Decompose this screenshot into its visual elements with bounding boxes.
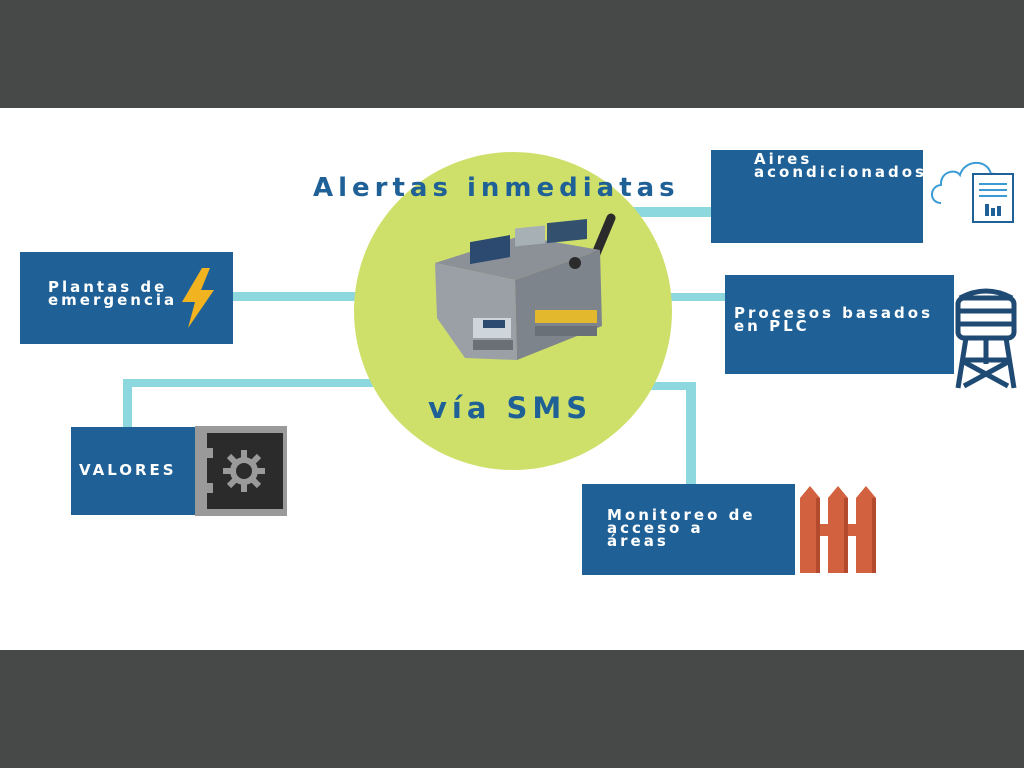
connector-valores-h (123, 379, 373, 387)
node-label-procesos: Procesos basados en PLC (734, 304, 934, 335)
connector-monitoreo-v (686, 382, 696, 484)
gear-icon (223, 450, 265, 492)
node-label-aires: Aires acondicionados (754, 150, 927, 181)
node-aires-acondicionados: Aires acondicionados (711, 150, 924, 243)
title-text: Alertas inmediatas (313, 173, 680, 203)
cloud-document-icon (931, 161, 1014, 223)
node-label-plantas: Plantas de emergencia (48, 278, 178, 309)
fence-icon (800, 486, 876, 573)
water-tower-icon (955, 288, 1017, 389)
plc-device-with-antenna-icon (435, 213, 616, 360)
connector-aires (612, 207, 712, 217)
node-label-valores: VALORES (79, 461, 177, 479)
gear-panel-tab-bottom (195, 483, 213, 493)
node-plantas-de-emergencia: Plantas de emergencia (20, 252, 233, 344)
subtitle-text: vía SMS (428, 391, 593, 425)
connector-valores-v (123, 379, 132, 427)
node-procesos-basados-en-plc: Procesos basados en PLC (725, 275, 954, 374)
connector-procesos (670, 293, 726, 301)
lightning-bolt-icon (182, 268, 214, 328)
connector-monitoreo-h (640, 382, 696, 390)
bottom-band (0, 650, 1024, 768)
top-band (0, 0, 1024, 108)
node-label-monitoreo: Monitoreo de acceso a áreas (607, 506, 756, 550)
node-valores: VALORES (71, 427, 201, 515)
connector-plantas (233, 292, 358, 301)
node-monitoreo-de-acceso: Monitoreo de acceso a áreas (582, 484, 795, 575)
gear-panel-tab-top (195, 448, 213, 458)
